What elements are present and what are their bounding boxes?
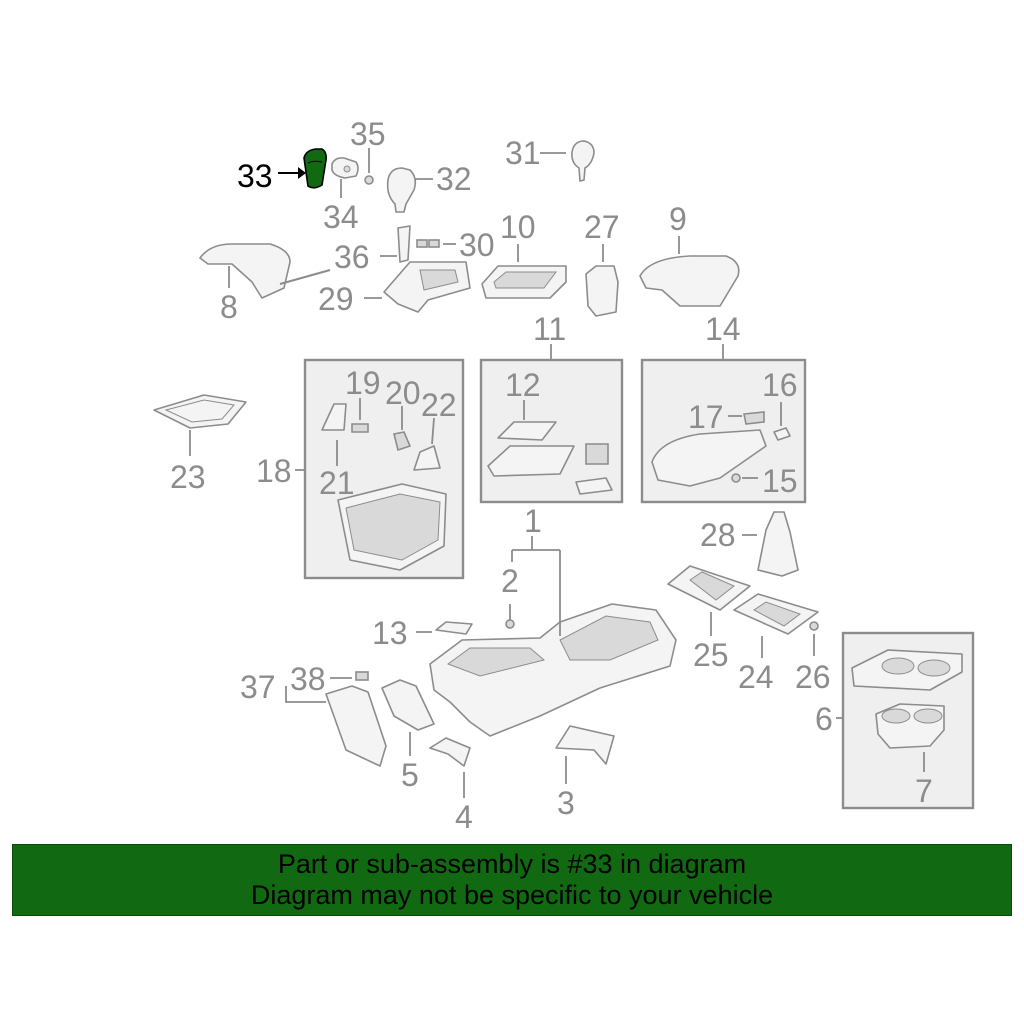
callout-27: 27 [584, 209, 620, 245]
part-37-side-panel [325, 685, 387, 767]
callout-14: 14 [705, 311, 741, 347]
info-banner: Part or sub-assembly is #33 in diagram D… [12, 844, 1012, 916]
callout-36: 36 [334, 239, 370, 275]
part-15-screw [731, 473, 741, 483]
part-17-clip [743, 411, 765, 425]
part-25-bezel [667, 565, 751, 611]
part-6-cupholder-bezel [851, 649, 963, 691]
part-3-bracket [555, 725, 615, 765]
part-21-bracket [321, 403, 347, 431]
callout-31: 31 [505, 135, 541, 171]
part-24-bezel [733, 593, 819, 635]
callout-3: 3 [557, 785, 575, 821]
callout-33: 33 [237, 158, 273, 194]
callout-16: 16 [762, 367, 798, 403]
callout-15: 15 [762, 463, 798, 499]
banner-line-1: Part or sub-assembly is #33 in diagram [277, 849, 747, 879]
part-31-knob [571, 140, 595, 182]
part-30-clips [416, 239, 440, 248]
part-1-center-console [429, 603, 677, 737]
part-35-clip [364, 175, 374, 185]
part-13-cover [435, 621, 473, 635]
callout-18: 18 [256, 453, 292, 489]
part-9-armrest-lid [639, 255, 740, 307]
part-36-shaft [397, 225, 411, 263]
part-12-liner [497, 421, 557, 441]
part-19-bolt [351, 423, 369, 433]
callout-12: 12 [505, 367, 541, 403]
part-14-armrest [651, 429, 767, 487]
callout-24: 24 [738, 659, 774, 695]
callout-6: 6 [815, 701, 833, 737]
callout-26: 26 [795, 659, 831, 695]
part-26-clip [809, 621, 819, 631]
part-2-clip [505, 619, 515, 629]
callout-29: 29 [318, 281, 354, 317]
callout-13: 13 [372, 615, 408, 651]
callout-8: 8 [220, 289, 238, 325]
callout-4: 4 [455, 799, 473, 835]
callout-23: 23 [170, 459, 206, 495]
callout-9: 9 [669, 201, 687, 237]
part-20-latch [393, 431, 412, 452]
part-22-hinge [413, 445, 441, 471]
callout-19: 19 [345, 365, 381, 401]
callout-38: 38 [290, 661, 326, 697]
callout-7: 7 [915, 773, 933, 809]
part-18-storage-bin [337, 483, 447, 571]
callout-22: 22 [421, 387, 457, 423]
callout-2: 2 [501, 563, 519, 599]
part-29-shift-panel [383, 261, 471, 313]
callout-37: 37 [240, 669, 276, 705]
part-10-tray [481, 265, 567, 299]
callout-25: 25 [693, 637, 729, 673]
callout-28: 28 [700, 517, 736, 553]
callout-20: 20 [385, 375, 421, 411]
part-7-cupholder [875, 703, 945, 749]
leader-22 [431, 417, 435, 445]
part-28-boot [757, 511, 799, 577]
callout-34: 34 [323, 199, 359, 235]
part-11-tray-set [487, 443, 613, 495]
callout-5: 5 [401, 757, 419, 793]
callout-35: 35 [350, 116, 386, 152]
callout-11: 11 [533, 311, 566, 347]
callout-17: 17 [688, 399, 724, 435]
part-16-cap [773, 427, 791, 441]
part-33-shift-knob [303, 148, 327, 189]
part-5-bracket [381, 679, 435, 731]
callout-10: 10 [500, 209, 536, 245]
leader-37 [285, 686, 326, 703]
callout-32: 32 [436, 161, 472, 197]
leader-1 [511, 536, 561, 636]
part-8-parking-brake [199, 243, 331, 299]
callout-21: 21 [319, 465, 355, 501]
part-23-mat [153, 394, 247, 429]
arrowhead-33 [298, 167, 306, 179]
callout-30: 30 [459, 227, 495, 263]
part-32-knob-cover [386, 167, 417, 213]
part-38-clip [355, 671, 369, 681]
part-4-bracket [429, 737, 471, 767]
part-34-button [331, 157, 359, 179]
banner-line-2: Diagram may not be specific to your vehi… [250, 880, 774, 910]
part-27-box [585, 265, 619, 317]
callout-1: 1 [524, 503, 542, 539]
